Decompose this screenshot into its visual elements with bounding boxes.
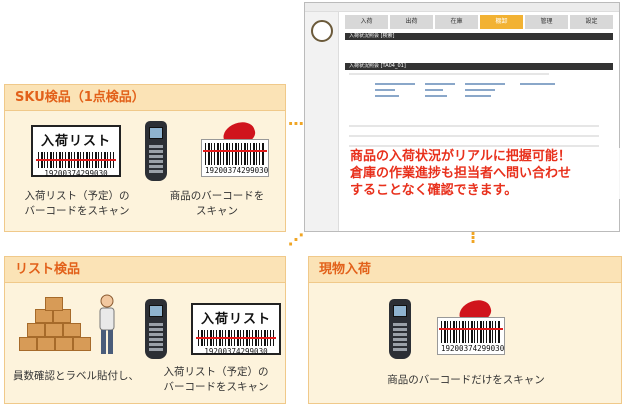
physical-arrival-panel: 現物入荷 19200374299030 商品のバーコードだけをスキャン <box>308 256 622 404</box>
tab-inventory[interactable]: 棚卸 <box>480 15 523 29</box>
tab-stock[interactable]: 在庫 <box>435 15 478 29</box>
sku-caption-right: 商品のバーコードを スキャン <box>169 190 265 217</box>
list-caption-right: 入荷リスト（予定）の バーコードをスキャン <box>163 366 269 393</box>
tab-shipping[interactable]: 出荷 <box>390 15 433 29</box>
product-barcode: 19200374299030 <box>201 139 269 177</box>
company-logo-icon <box>311 20 333 42</box>
status-message: 商品の入荷状況がリアルに把握可能！ 倉庫の作業進捗も担当者へ問い合わせ すること… <box>350 148 620 199</box>
arrival-list-ticket: 入荷リスト 19200374299030 <box>191 303 281 356</box>
physical-caption: 商品のバーコードだけをスキャン <box>387 374 545 386</box>
ticket-barcode <box>36 152 116 168</box>
ticket-number: 19200374299030 <box>44 169 108 178</box>
handheld-scanner-icon <box>145 121 167 181</box>
product-barcode-number: 19200374299030 <box>441 344 505 353</box>
tab-management[interactable]: 管理 <box>525 15 568 29</box>
ticket-title: 入荷リスト <box>200 312 271 327</box>
tab-arrival[interactable]: 入荷 <box>345 15 388 29</box>
arrow-up-right-icon: ⋰ <box>288 230 304 249</box>
worker-icon <box>99 294 115 354</box>
sku-caption-left: 入荷リスト（予定）の バーコードをスキャン <box>24 190 130 217</box>
app-section-bar: 入荷状況照会 [検索] <box>345 33 613 40</box>
list-inspection-panel: リスト検品 員数確認とラベル貼付し、 入荷リスト 19200374299030 … <box>4 256 286 404</box>
product-barcode-number: 19200374299030 <box>205 166 269 175</box>
ticket-title: 入荷リスト <box>40 134 111 149</box>
list-caption-left: 員数確認とラベル貼付し、 <box>13 370 139 382</box>
cardboard-boxes-icon <box>19 297 99 357</box>
handheld-scanner-icon <box>145 299 167 359</box>
sku-panel-title: SKU検品（1点検品） <box>5 85 285 111</box>
ticket-number: 19200374299030 <box>204 347 268 356</box>
product-barcode: 19200374299030 <box>437 317 505 355</box>
app-top-bar <box>305 3 619 12</box>
sku-inspection-panel: SKU検品（1点検品） 入荷リスト 19200374299030 入荷リスト（予… <box>4 84 286 232</box>
app-tab-bar: 入荷 出荷 在庫 棚卸 管理 設定 <box>345 15 613 29</box>
tab-settings[interactable]: 設定 <box>570 15 613 29</box>
physical-panel-title: 現物入荷 <box>309 257 621 283</box>
arrival-list-ticket: 入荷リスト 19200374299030 <box>31 125 121 178</box>
arrow-up-icon: ⁝ <box>470 228 477 247</box>
ticket-barcode <box>196 330 276 346</box>
app-content <box>345 53 613 231</box>
app-sidebar <box>305 12 339 231</box>
list-panel-title: リスト検品 <box>5 257 285 283</box>
handheld-scanner-icon <box>389 299 411 359</box>
app-section-bar-detail: 入荷状況照会 [TA04_01] <box>345 63 613 70</box>
